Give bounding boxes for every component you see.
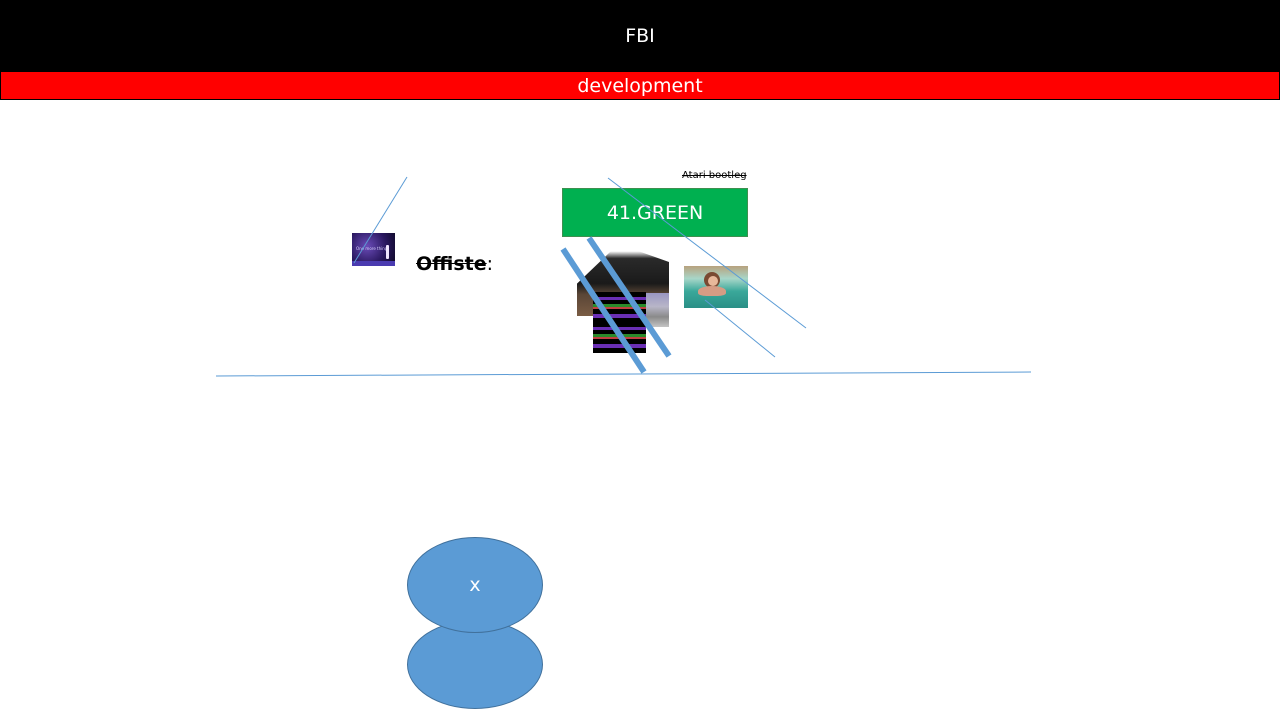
slide-title: FBI (625, 24, 655, 47)
person-shoulders (698, 286, 726, 296)
ellipse-bottom[interactable] (407, 620, 543, 709)
offsite-label[interactable]: Offiste: (416, 253, 493, 275)
slide-subtitle: development (577, 74, 703, 97)
pool-photo[interactable] (684, 266, 748, 308)
offsite-colon: : (486, 253, 494, 275)
green-label-box[interactable]: 41.GREEN (562, 188, 748, 237)
person-face (708, 276, 718, 286)
presenter-figure (386, 245, 389, 259)
diagonal-line-short-right (704, 299, 776, 358)
game-screenshot[interactable] (593, 292, 646, 353)
presenter-thumbnail[interactable]: One more thing (352, 233, 395, 266)
subtitle-bar: development (0, 71, 1280, 100)
offsite-word: Offiste (416, 253, 487, 275)
gray-screenshot[interactable] (646, 293, 669, 327)
presenter-caption: One more thing (356, 246, 388, 251)
horizontal-divider-line (215, 371, 1032, 377)
ellipse-top[interactable]: x (407, 537, 543, 633)
strikethrough-note[interactable]: Atari bootleg (682, 170, 747, 181)
title-bar: FBI (0, 0, 1280, 71)
stage-floor (352, 261, 395, 266)
